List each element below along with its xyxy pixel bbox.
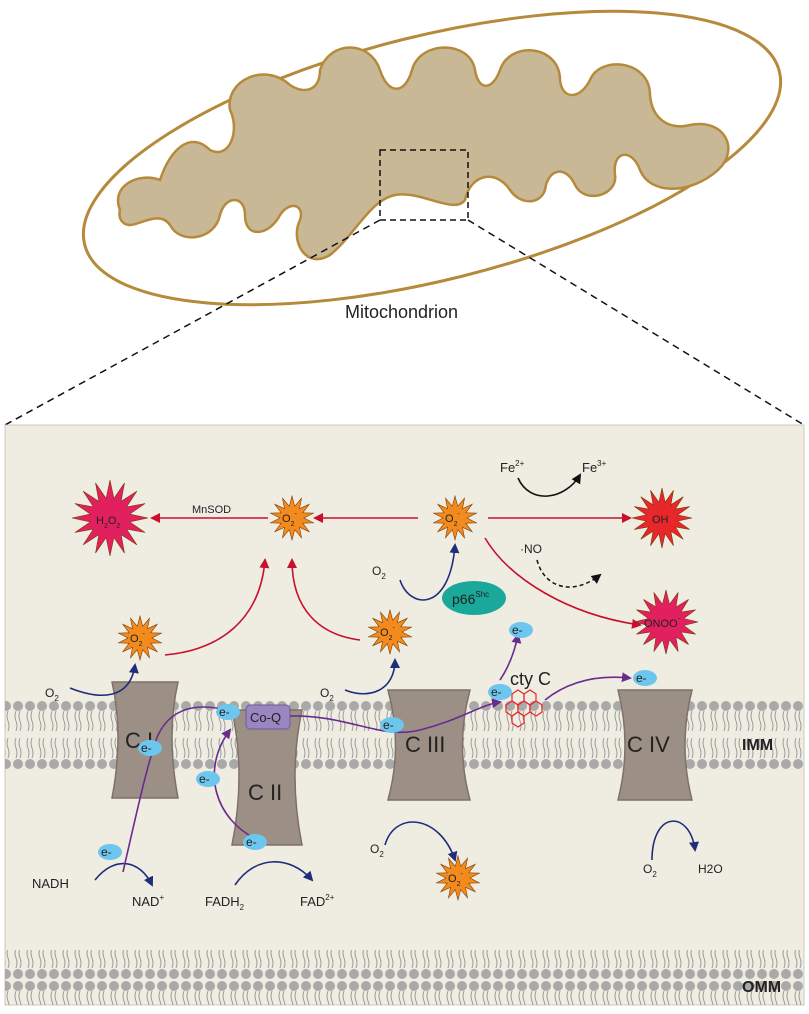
label-o2-c3-bottom: O2 [370,842,384,859]
p66shc-protein [442,581,506,615]
complex-3-label: C III [405,732,445,757]
complex-4: C IV [617,689,693,801]
superoxide-star-c1 [117,614,163,662]
arrow-c3-down [384,821,458,862]
svg-text:e-: e- [491,685,502,699]
electron-c1: e- [138,740,162,756]
zoom-line-right [467,219,805,426]
imm-label: IMM [742,737,773,754]
arrow-to-onoo [484,537,642,629]
arrow-o2-c1 [69,663,139,696]
electron-p66: e- [509,622,533,638]
outer-membrane-bilayer [5,950,804,1005]
hydroxyl-star [631,487,693,549]
superoxide-star-c3-label: O2- [380,625,395,642]
arrow-c4-down [651,820,699,861]
peroxynitrite-star-label: ONOO- [644,616,681,630]
label-fad: FAD2+ [300,893,335,909]
label-o2-c4: O2 [643,862,657,879]
complex-3: C III [387,689,471,801]
coq-block [245,704,291,730]
label-o2-c1: O2 [45,686,59,703]
superoxide-star-bottom-label: O2- [448,871,463,888]
electron-c2-bottom: e- [243,834,267,850]
superoxide-star-c3 [367,608,413,656]
superoxide-star-c1-label: O2- [130,631,145,648]
complex-1: C I [111,681,179,799]
svg-text:e-: e- [246,835,257,849]
peroxynitrite-star [633,589,699,655]
arrow-fadh2 [234,861,314,886]
p66-label: p66Shc [452,590,489,607]
ros-stars: O2- O2- O2- O2- O2- H2O2 OH ONOO- [71,479,699,902]
label-o2-p66: O2 [372,564,386,581]
electrons: e- e- e- e- e- e- e- e- e- [98,622,657,860]
zoom-box [379,149,469,221]
arrow-cytc-to-c4 [544,672,632,701]
complex-2: C II [231,709,303,846]
arrow-c1-up [164,558,270,656]
cytc-label: cty C [510,669,551,689]
arrow-o2-c3 [344,658,400,695]
electron-c2-inner: e- [196,771,220,787]
electron-c4: e- [633,670,657,686]
arrow-electron-c1 [122,705,237,873]
svg-text:e-: e- [512,623,523,637]
h2o2-star-label: H2O2 [96,515,120,530]
svg-text:e-: e- [101,845,112,859]
superoxide-star-right [432,494,478,542]
arrow-cytc-up [499,633,522,681]
svg-text:e-: e- [141,741,152,755]
complex-2-label: C II [248,780,282,805]
arrow-no [536,559,602,588]
label-nad: NAD+ [132,893,164,909]
superoxide-star-center [269,494,315,542]
svg-text:e-: e- [636,671,647,685]
arrow-coq-to-cytc [289,698,502,734]
label-fadh2: FADH2 [205,894,245,912]
label-no: ·NO [520,542,542,556]
electron-coq: e- [216,704,240,720]
label-h2o: H2O [698,862,723,876]
label-nadh: NADH [32,876,69,891]
cristae-matrix [116,46,730,261]
arrow-c3-up [287,558,361,641]
label-fe3: Fe3+ [582,459,607,475]
electron-c3: e- [380,717,404,733]
label-mnsod: MnSOD [192,504,231,516]
electron-cytc: e- [488,684,512,700]
superoxide-star-right-label: O2- [445,511,460,528]
arrow-fe [517,473,582,497]
superoxide-star-center-label: O2- [282,511,297,528]
svg-text:e-: e- [383,718,394,732]
arrow-electron-c2 [213,728,259,841]
complex-4-label: C IV [627,732,670,757]
mitochondrion: Mitochondrion [4,9,805,426]
coq-label: Co-Q [250,710,281,725]
superoxide-star-bottom [435,854,481,902]
h2o2-star [71,479,149,557]
label-fe2: Fe2+ [500,459,525,475]
label-o2-c3: O2 [320,686,334,703]
omm-label: OMM [742,979,781,996]
mitochondrion-label: Mitochondrion [345,302,458,322]
svg-text:e-: e- [219,705,230,719]
arrow-p66 [399,543,460,601]
cytochrome-c-icon [505,689,543,728]
arrow-nadh [94,862,154,887]
hydroxyl-star-label: OH [652,514,669,526]
svg-text:e-: e- [199,772,210,786]
electron-nadh: e- [98,844,122,860]
